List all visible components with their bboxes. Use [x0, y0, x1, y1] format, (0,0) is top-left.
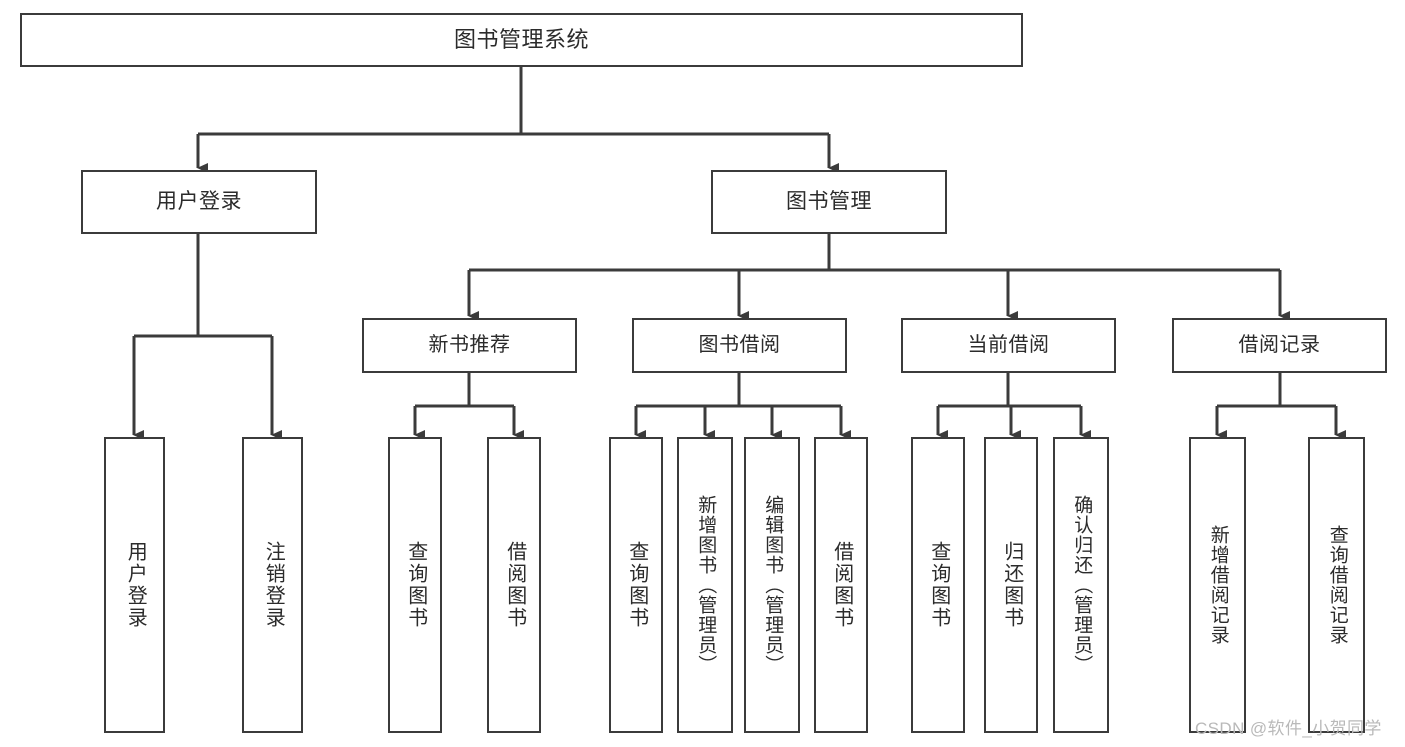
leaf-query-book-recommend[interactable]: 查询图书: [388, 437, 442, 733]
leaf-query-book-current[interactable]: 查询图书: [911, 437, 965, 733]
node-label: 新增借阅记录: [1207, 525, 1229, 645]
node-new-book-recommend[interactable]: 新书推荐: [362, 318, 577, 373]
node-label: 编辑图书（管理员）: [762, 495, 784, 675]
node-label: 新增图书（管理员）: [695, 495, 717, 675]
node-label: 借阅图书: [503, 541, 526, 629]
node-book-management[interactable]: 图书管理: [711, 170, 947, 234]
node-borrow-record[interactable]: 借阅记录: [1172, 318, 1387, 373]
node-label: 注销登录: [262, 541, 285, 629]
node-label: 确认归还（管理员）: [1071, 495, 1093, 675]
leaf-add-borrow-record[interactable]: 新增借阅记录: [1189, 437, 1246, 733]
node-label: 图书借阅: [698, 334, 781, 357]
node-label: 用户登录: [124, 541, 147, 629]
leaf-user-logout[interactable]: 注销登录: [242, 437, 303, 733]
node-label: 借阅记录: [1238, 334, 1321, 357]
node-label: 借阅图书: [830, 541, 853, 629]
node-book-borrow[interactable]: 图书借阅: [632, 318, 847, 373]
node-current-borrow[interactable]: 当前借阅: [901, 318, 1116, 373]
node-user-login[interactable]: 用户登录: [81, 170, 317, 234]
node-label: 查询借阅记录: [1326, 525, 1348, 645]
leaf-borrow-book[interactable]: 借阅图书: [814, 437, 868, 733]
leaf-edit-book-admin[interactable]: 编辑图书（管理员）: [744, 437, 800, 733]
leaf-return-book[interactable]: 归还图书: [984, 437, 1038, 733]
node-label: 新书推荐: [428, 334, 511, 357]
leaf-confirm-return-admin[interactable]: 确认归还（管理员）: [1053, 437, 1109, 733]
node-label: 用户登录: [156, 190, 242, 214]
node-root-system[interactable]: 图书管理系统: [20, 13, 1023, 67]
node-label: 当前借阅: [967, 334, 1050, 357]
watermark-text: CSDN @软件_小贺同学: [1195, 719, 1382, 738]
node-label: 归还图书: [1000, 541, 1023, 629]
leaf-query-book-borrow[interactable]: 查询图书: [609, 437, 663, 733]
leaf-borrow-book-recommend[interactable]: 借阅图书: [487, 437, 541, 733]
leaf-query-borrow-record[interactable]: 查询借阅记录: [1308, 437, 1365, 733]
node-label: 查询图书: [625, 541, 648, 629]
edges-group: [132, 67, 1346, 440]
leaf-add-book-admin[interactable]: 新增图书（管理员）: [677, 437, 733, 733]
node-label: 图书管理系统: [453, 26, 589, 52]
leaf-user-login[interactable]: 用户登录: [104, 437, 165, 733]
node-label: 图书管理: [786, 190, 872, 214]
node-label: 查询图书: [927, 541, 950, 629]
node-label: 查询图书: [404, 541, 427, 629]
